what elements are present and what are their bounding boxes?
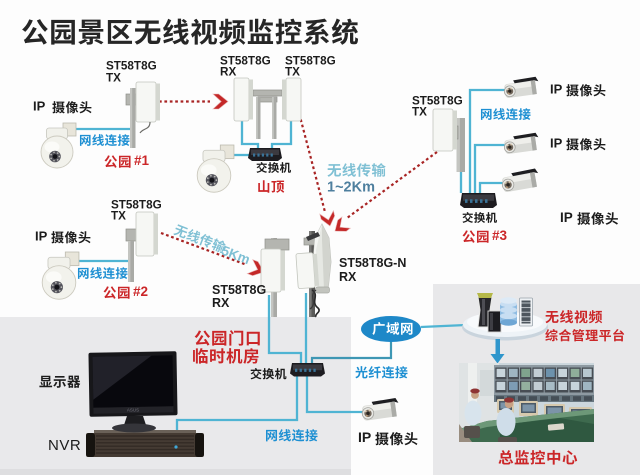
svg-text:TX: TX: [106, 72, 121, 85]
svg-text:IP: IP: [33, 99, 46, 114]
svg-text:1~2Km: 1~2Km: [327, 180, 375, 196]
svg-text:ST58T8G: ST58T8G: [106, 60, 157, 73]
svg-text:RX: RX: [339, 270, 357, 284]
svg-text:TX: TX: [412, 106, 427, 119]
svg-text:IP: IP: [550, 136, 563, 151]
svg-text:ST58T8G: ST58T8G: [111, 199, 162, 212]
svg-text:ST58T8G-N: ST58T8G-N: [339, 256, 406, 270]
svg-text:ST58T8G: ST58T8G: [285, 55, 336, 68]
svg-text:ASUS: ASUS: [127, 407, 139, 412]
svg-text:#1: #1: [134, 153, 150, 168]
svg-text:IP: IP: [550, 82, 563, 97]
svg-text:ST58T8G: ST58T8G: [212, 283, 266, 297]
svg-text:IP: IP: [358, 429, 371, 445]
svg-text:ST58T8G: ST58T8G: [220, 55, 271, 68]
svg-text:RX: RX: [220, 66, 236, 79]
svg-text:IP: IP: [35, 229, 48, 244]
svg-text:IP: IP: [560, 210, 573, 225]
svg-text:TX: TX: [285, 66, 300, 79]
svg-text:TX: TX: [111, 210, 126, 223]
svg-text:#3: #3: [492, 228, 508, 243]
svg-text:NVR: NVR: [48, 437, 81, 454]
svg-text:ST58T8G: ST58T8G: [412, 95, 463, 108]
svg-text:#2: #2: [133, 284, 148, 299]
svg-text:RX: RX: [212, 296, 230, 310]
